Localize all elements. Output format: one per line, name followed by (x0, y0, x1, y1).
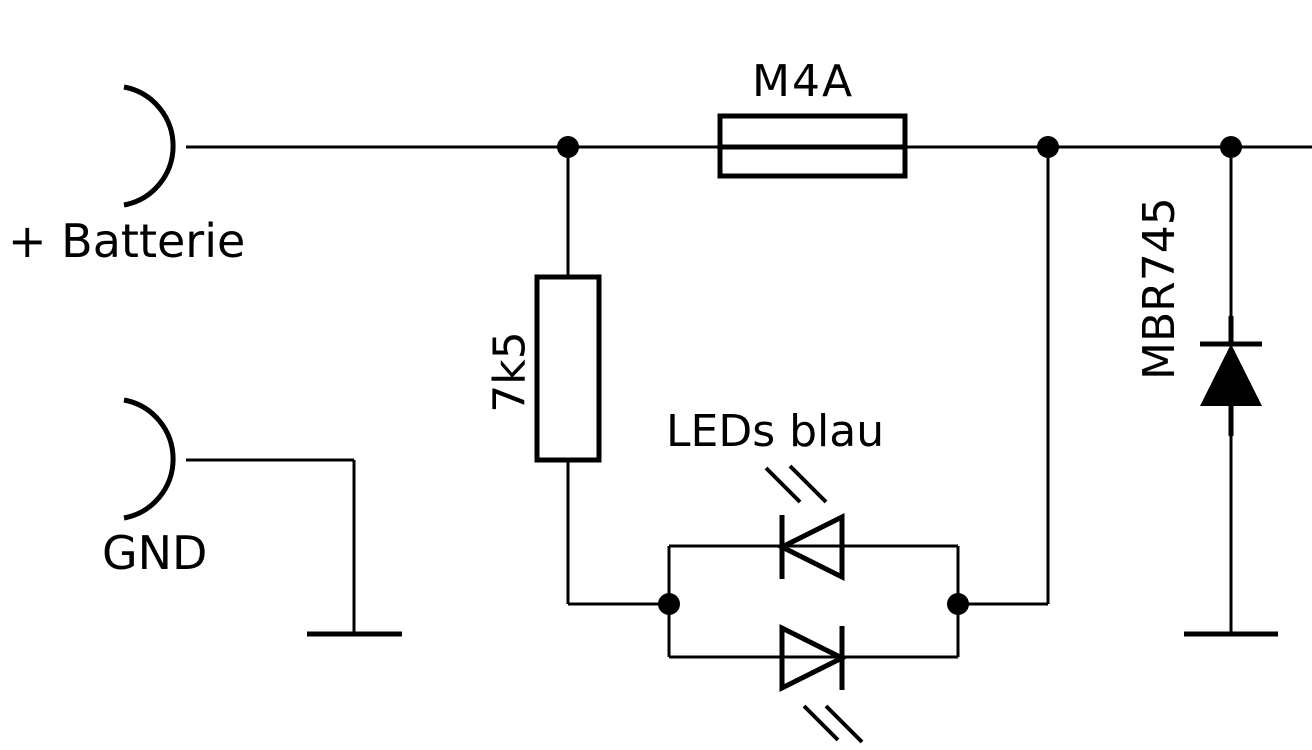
led-lower-ray-1 (802, 704, 840, 742)
junction-dot-diode (1220, 136, 1242, 158)
resistor-symbol (534, 274, 602, 463)
led-upper-symbol (776, 512, 845, 582)
led-label: LEDs blau (666, 406, 885, 457)
fuse-label: M4A (752, 56, 855, 107)
diode-triangle (1200, 344, 1262, 406)
led-lower-symbol (779, 623, 848, 693)
junction-dot-led-right (947, 593, 969, 615)
ground-terminal-symbol (123, 397, 176, 521)
junction-dot-resistor (557, 136, 579, 158)
ground-terminal-label: GND (102, 526, 208, 580)
led-lower-ray-2 (824, 704, 864, 744)
resistor-label: 7k5 (484, 331, 536, 413)
junction-dot-led-left (658, 593, 680, 615)
diode-label: MBR745 (1134, 197, 1185, 380)
battery-terminal-symbol (123, 84, 176, 208)
led-upper-ray-1 (764, 466, 802, 504)
battery-terminal-label: + Batterie (8, 214, 246, 268)
junction-dot-rail (1037, 136, 1059, 158)
led-upper-ray-2 (788, 464, 828, 504)
